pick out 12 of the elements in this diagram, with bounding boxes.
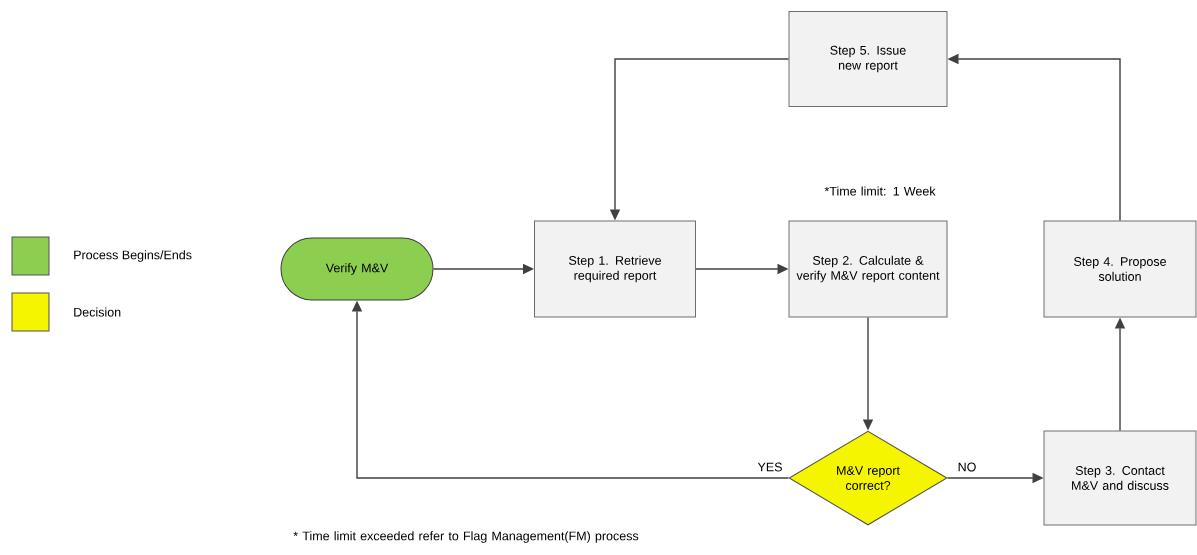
process-box: Step 1. Retrieve required report — [534, 220, 696, 318]
legend-text: Decision — [74, 307, 121, 317]
edge-label: YES — [756, 461, 784, 473]
process-box: Step 4. Propose solution — [1043, 220, 1197, 318]
note: *Time limit: 1 Week — [824, 186, 936, 196]
process-box: Step 3. Contact M&V and discuss — [1043, 430, 1197, 526]
terminal: Verify M&V — [280, 237, 434, 301]
process-box: Step 2. Calculate & verify M&V report content — [788, 220, 948, 318]
edge-label: NO — [956, 461, 978, 473]
legend-text: Process Begins/Ends — [74, 250, 192, 262]
note: * Time limit exceeded refer to Flag Management(FM) process — [293, 531, 639, 543]
process-box: Step 5. Issue new report — [788, 11, 948, 107]
